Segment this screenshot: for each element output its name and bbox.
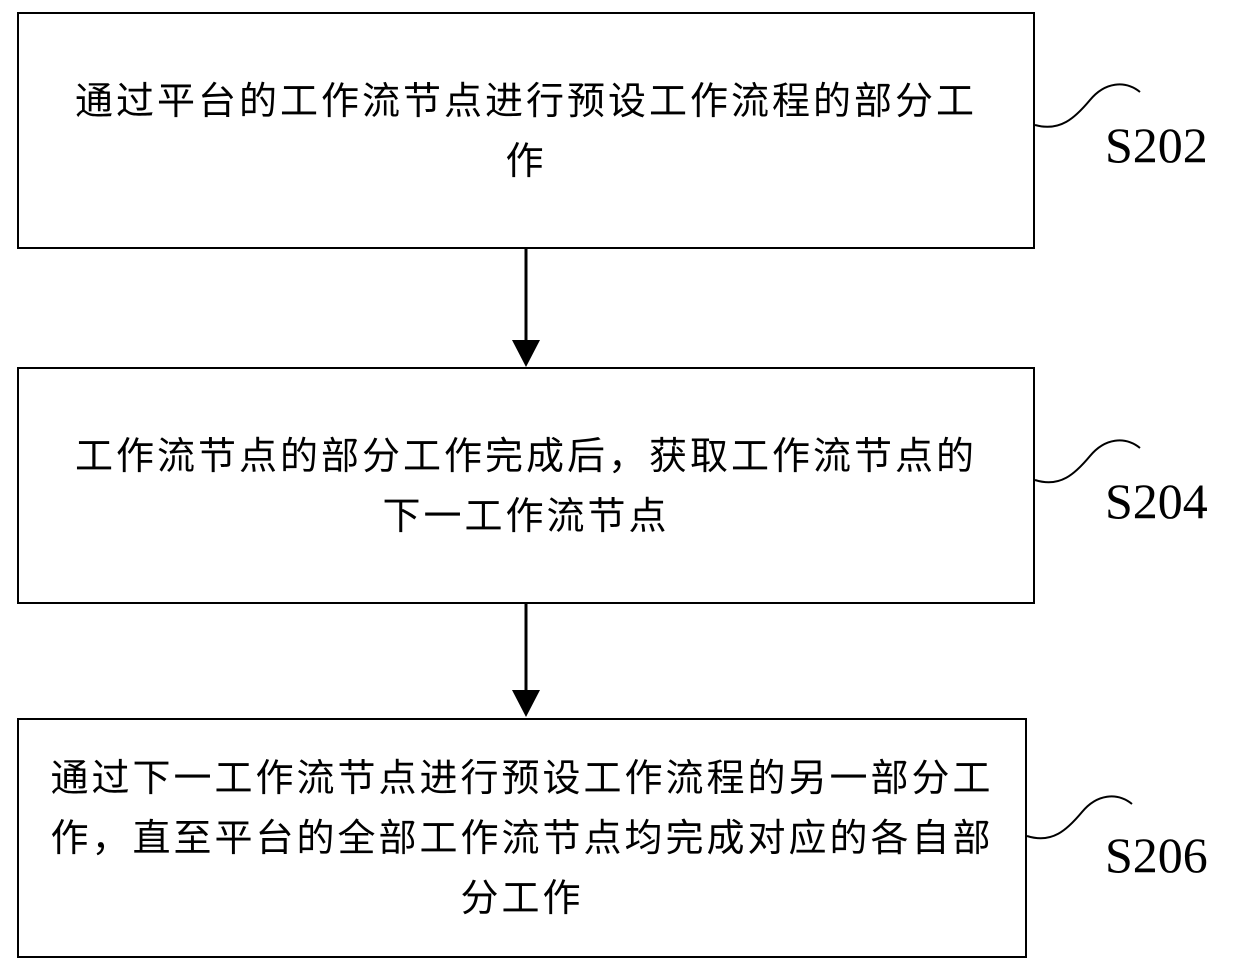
step-text-s206: 通过下一工作流节点进行预设工作流程的另一部分工作，直至平台的全部工作流节点均完成… [50,756,994,920]
flow-arrow-2-head [512,690,540,717]
step-label-s202: S202 [1105,117,1208,173]
leader-line-s206 [1026,795,1133,840]
step-text-s204: 工作流节点的部分工作完成后，获取工作流节点的下一工作流节点 [74,433,977,538]
step-label-s204: S204 [1105,473,1208,529]
flow-arrow-1-head [512,340,540,367]
step-box-s204: 工作流节点的部分工作完成后，获取工作流节点的下一工作流节点 [17,367,1035,604]
leader-line-s204 [1034,439,1141,484]
step-text-s202: 通过平台的工作流节点进行预设工作流程的部分工作 [74,78,977,183]
leader-line-s202 [1034,83,1141,128]
step-box-s202: 通过平台的工作流节点进行预设工作流程的部分工作 [17,12,1035,249]
step-label-s206: S206 [1105,827,1208,883]
step-box-s206: 通过下一工作流节点进行预设工作流程的另一部分工作，直至平台的全部工作流节点均完成… [17,718,1027,958]
